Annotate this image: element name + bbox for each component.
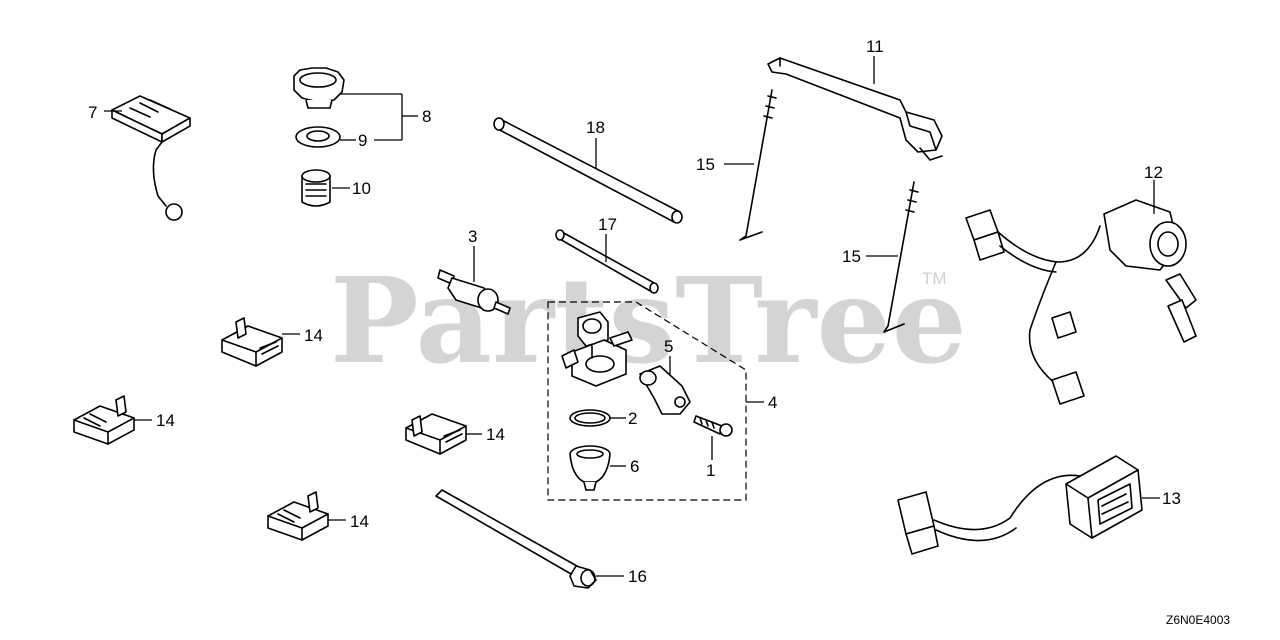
part-9-gasket[interactable] bbox=[295, 126, 341, 148]
part-15-rod-a[interactable] bbox=[739, 89, 777, 241]
part-2-o-ring[interactable] bbox=[569, 409, 611, 427]
part-10-strainer[interactable] bbox=[301, 169, 331, 207]
part-3-fuel-filter[interactable] bbox=[437, 269, 511, 315]
callout-14b[interactable]: 14 bbox=[156, 411, 175, 430]
part-14-clip-c[interactable] bbox=[405, 413, 467, 455]
callout-3[interactable]: 3 bbox=[468, 227, 477, 246]
part-18-fuel-tube-long[interactable] bbox=[493, 117, 683, 224]
part-5-valve-lever[interactable] bbox=[639, 365, 691, 415]
callout-12[interactable]: 12 bbox=[1144, 163, 1163, 182]
callout-16[interactable]: 16 bbox=[628, 567, 647, 586]
part-6-fuel-cup[interactable] bbox=[569, 445, 611, 491]
callout-17[interactable]: 17 bbox=[598, 215, 617, 234]
callout-2[interactable]: 2 bbox=[628, 409, 637, 428]
callout-11[interactable]: 11 bbox=[866, 37, 884, 56]
callout-14a[interactable]: 14 bbox=[304, 326, 323, 345]
part-15-rod-b[interactable] bbox=[883, 181, 919, 333]
diagram-code: Z6N0E4003 bbox=[1166, 613, 1230, 627]
part-13-control-unit[interactable] bbox=[897, 455, 1143, 555]
callout-15a[interactable]: 15 bbox=[696, 155, 715, 174]
part-7-oil-switch[interactable] bbox=[111, 95, 191, 221]
callout-9[interactable]: 9 bbox=[358, 131, 367, 150]
callout-7[interactable]: 7 bbox=[88, 103, 97, 122]
part-14-clip-b[interactable] bbox=[73, 395, 135, 445]
part-12-ignition-switch[interactable] bbox=[965, 199, 1197, 405]
callout-6[interactable]: 6 bbox=[630, 457, 639, 476]
part-1-screw[interactable] bbox=[693, 415, 733, 437]
callout-1[interactable]: 1 bbox=[706, 461, 715, 480]
part-14-clip-d[interactable] bbox=[267, 491, 329, 541]
callout-8[interactable]: 8 bbox=[422, 107, 431, 126]
callout-13[interactable]: 13 bbox=[1162, 489, 1181, 508]
part-8-oil-cap[interactable] bbox=[293, 67, 345, 109]
callout-4[interactable]: 4 bbox=[768, 393, 777, 412]
callout-10[interactable]: 10 bbox=[352, 179, 371, 198]
callout-15b[interactable]: 15 bbox=[842, 247, 861, 266]
part-4-fuel-valve-assembly-frame bbox=[547, 301, 747, 501]
callout-18[interactable]: 18 bbox=[586, 118, 605, 137]
part-17-fuel-tube-short[interactable] bbox=[555, 229, 659, 294]
part-11-bracket[interactable] bbox=[767, 57, 943, 161]
callout-14d[interactable]: 14 bbox=[350, 512, 369, 531]
watermark-trademark: TM bbox=[922, 269, 947, 288]
callout-5[interactable]: 5 bbox=[664, 337, 673, 356]
part-14-clip-a[interactable] bbox=[221, 317, 283, 367]
watermark-text: PartsTree bbox=[330, 251, 967, 390]
callout-14c[interactable]: 14 bbox=[486, 425, 505, 444]
part-16-bolt[interactable] bbox=[435, 489, 597, 589]
part-4-fuel-valve-body[interactable] bbox=[561, 311, 633, 387]
